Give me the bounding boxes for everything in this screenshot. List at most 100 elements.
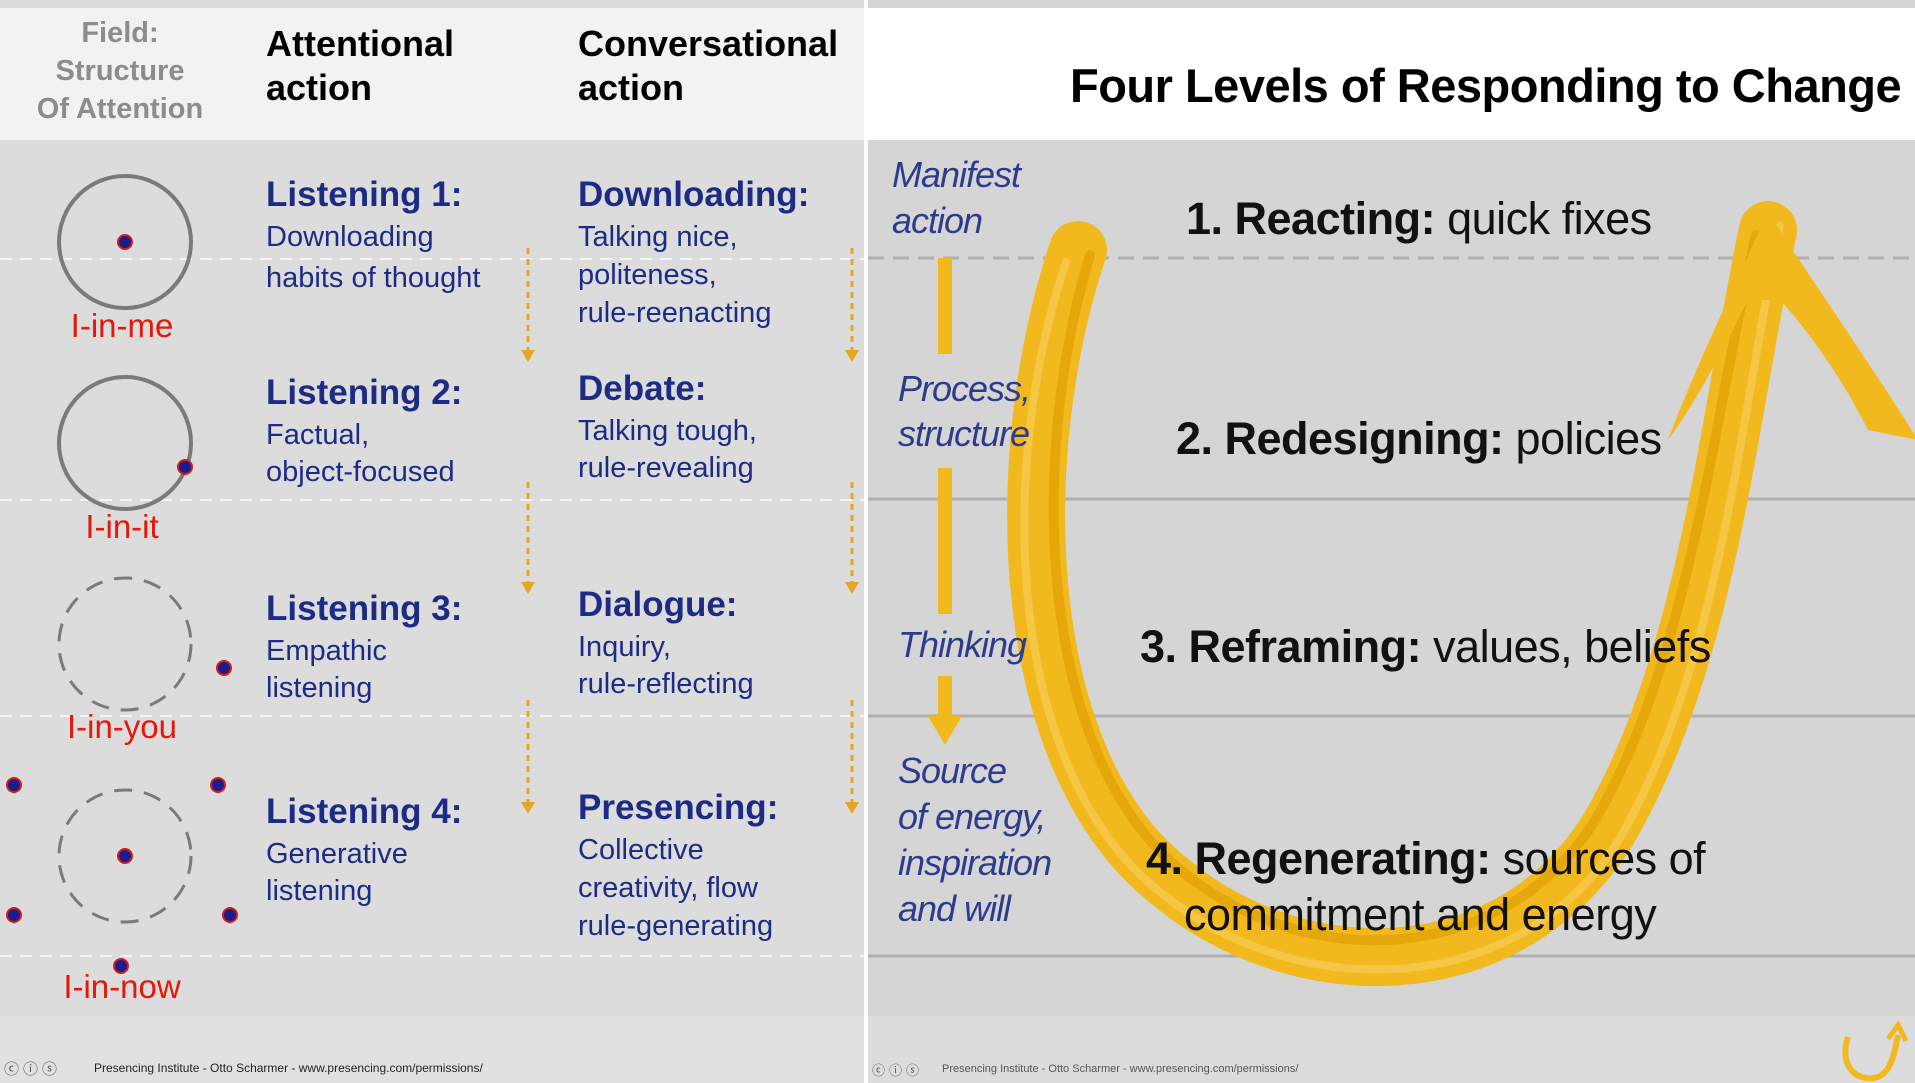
arrow-head-icon	[521, 582, 535, 594]
conversation-2-desc-line-2: rule-revealing	[578, 452, 754, 484]
self-dot-icon	[117, 234, 133, 250]
level-4-text: 4. Regenerating: sources of	[1146, 832, 1706, 886]
conversation-3-title: Dialogue:	[578, 585, 738, 624]
conversation-3-desc-line-2: rule-reflecting	[578, 668, 754, 700]
self-dot-icon	[6, 907, 22, 923]
self-dot-icon	[177, 459, 193, 475]
level-2-desc: policies	[1503, 413, 1663, 464]
field-heading-line-3: Of Attention	[36, 93, 204, 125]
conversation-1-title: Downloading:	[578, 175, 810, 214]
right-header: Four Levels of Responding to Change	[868, 8, 1915, 140]
u-curve-stroke	[1007, 201, 1797, 987]
i-in-now-circle-icon	[57, 788, 193, 924]
listening-4-title: Listening 4:	[266, 792, 463, 831]
conversation-4-desc-line-3: rule-generating	[578, 910, 774, 942]
self-dot-icon	[6, 777, 22, 793]
self-dot-icon	[210, 777, 226, 793]
level-3-desc: values, beliefs	[1421, 621, 1711, 672]
creative-commons-icon: ⓒⓘⓢ	[872, 1063, 924, 1078]
arrow-head-icon	[845, 350, 859, 362]
u-curve-inner-stroke	[1048, 230, 1761, 946]
conversation-1-desc-line-2: politeness,	[578, 259, 717, 291]
listening-2-desc-line-1: Factual,	[266, 419, 370, 451]
arrow-head-icon	[845, 582, 859, 594]
descend-arrow-head-icon	[928, 716, 962, 745]
u-process-graphic	[868, 201, 1915, 987]
descend-arrow-segment-1	[938, 258, 952, 354]
right-footer: ⓒⓘⓢ Presencing Institute - Otto Scharmer…	[868, 1016, 1915, 1083]
conversation-4-title: Presencing:	[578, 788, 779, 827]
descend-arrow-segment-2	[938, 468, 952, 614]
descend-arrow-segment-3	[938, 676, 952, 716]
left-header: Field: Structure Of Attention Attentiona…	[0, 8, 864, 140]
stage-source-line-2: of energy,	[898, 796, 1046, 837]
listening-1-title: Listening 1:	[266, 175, 463, 214]
level-4-desc: sources of	[1490, 833, 1706, 884]
level-2-label: 2. Redesigning:	[1176, 413, 1504, 464]
arrow-head-icon	[521, 350, 535, 362]
stage-manifest-line-2: action	[892, 200, 983, 241]
conversation-2-desc-line-1: Talking tough,	[578, 415, 757, 447]
stage-source-line-4: and will	[898, 888, 1011, 929]
conversation-3-desc-line-1: Inquiry,	[578, 631, 671, 663]
u-arrow-head-icon	[1668, 212, 1915, 440]
listening-1-desc-line-2: habits of thought	[266, 262, 481, 294]
listening-1-desc-line-1: Downloading	[266, 221, 434, 253]
stage-thinking: Thinking	[898, 624, 1027, 665]
stage-manifest-line-1: Manifest	[892, 154, 1021, 195]
listening-3-title: Listening 3:	[266, 589, 463, 628]
self-label-i-in-it: I-in-it	[85, 508, 159, 545]
level-4-label: 4. Regenerating:	[1146, 833, 1491, 884]
level-4-desc-line-2: commitment and energy	[1184, 889, 1657, 940]
self-dot-icon	[117, 848, 133, 864]
self-dot-icon	[222, 907, 238, 923]
listening-3-desc-line-2: listening	[266, 672, 373, 704]
creative-commons-icon: ⓒⓘⓢ	[4, 1061, 62, 1078]
level-1-desc: quick fixes	[1435, 193, 1652, 244]
conversation-4-desc-line-2: creativity, flow	[578, 872, 758, 904]
left-diagram-graphics	[0, 174, 864, 974]
listening-4-desc-line-2: listening	[266, 875, 373, 907]
left-panel: Field: Structure Of Attention Attentiona…	[0, 0, 864, 1083]
conversation-1-desc-line-1: Talking nice,	[578, 221, 738, 253]
presencing-logo-icon	[1842, 1020, 1909, 1082]
i-in-you-circle-icon	[57, 576, 193, 712]
level-3-text: 3. Reframing: values, beliefs	[1140, 620, 1711, 674]
left-footer: ⓒⓘⓢ Presencing Institute - Otto Scharmer…	[0, 1016, 864, 1083]
i-in-it-circle-icon	[57, 375, 193, 511]
conversation-2-title: Debate:	[578, 369, 707, 408]
attentional-heading-line-2: action	[266, 67, 373, 108]
arrow-head-icon	[521, 802, 535, 814]
stage-process-line-2: structure	[898, 413, 1030, 454]
self-label-i-in-you: I-in-you	[66, 708, 178, 745]
i-in-me-circle-icon	[57, 174, 193, 310]
right-footer-credit: Presencing Institute - Otto Scharmer - w…	[942, 1063, 1299, 1075]
level-1-label: 1. Reacting:	[1186, 193, 1436, 244]
attentional-heading-line-1: Attentional	[266, 23, 454, 64]
u-curve-outer-stroke	[1020, 222, 1784, 974]
field-heading-line-2: Structure	[55, 55, 185, 87]
listening-4-desc-line-1: Generative	[266, 838, 408, 870]
field-heading-line-1: Field:	[81, 17, 159, 49]
stage-process-line-1: Process,	[898, 368, 1031, 409]
self-dot-icon	[216, 660, 232, 676]
conversational-heading-line-1: Conversational	[578, 23, 839, 64]
level-3-label: 3. Reframing:	[1140, 621, 1422, 672]
left-footer-credit: Presencing Institute - Otto Scharmer - w…	[94, 1061, 483, 1075]
listening-2-desc-line-2: object-focused	[266, 456, 455, 488]
listening-2-title: Listening 2:	[266, 373, 463, 412]
self-label-i-in-now: I-in-now	[63, 968, 181, 1005]
right-panel: Four Levels of Responding to Change Mani…	[868, 0, 1915, 1083]
conversational-heading-line-2: action	[578, 67, 685, 108]
panel-divider	[864, 0, 868, 1083]
self-dot-icon	[113, 958, 129, 974]
listening-3-desc-line-1: Empathic	[266, 635, 387, 667]
conversation-4-desc-line-1: Collective	[578, 834, 704, 866]
self-label-i-in-me: I-in-me	[70, 307, 174, 344]
level-2-text: 2. Redesigning: policies	[1176, 412, 1662, 466]
stage-source-line-1: Source	[898, 750, 1007, 791]
stage-source-line-3: inspiration	[898, 842, 1052, 883]
conversation-1-desc-line-3: rule-reenacting	[578, 297, 772, 329]
level-1-text: 1. Reacting: quick fixes	[1186, 192, 1652, 246]
arrow-head-icon	[845, 802, 859, 814]
